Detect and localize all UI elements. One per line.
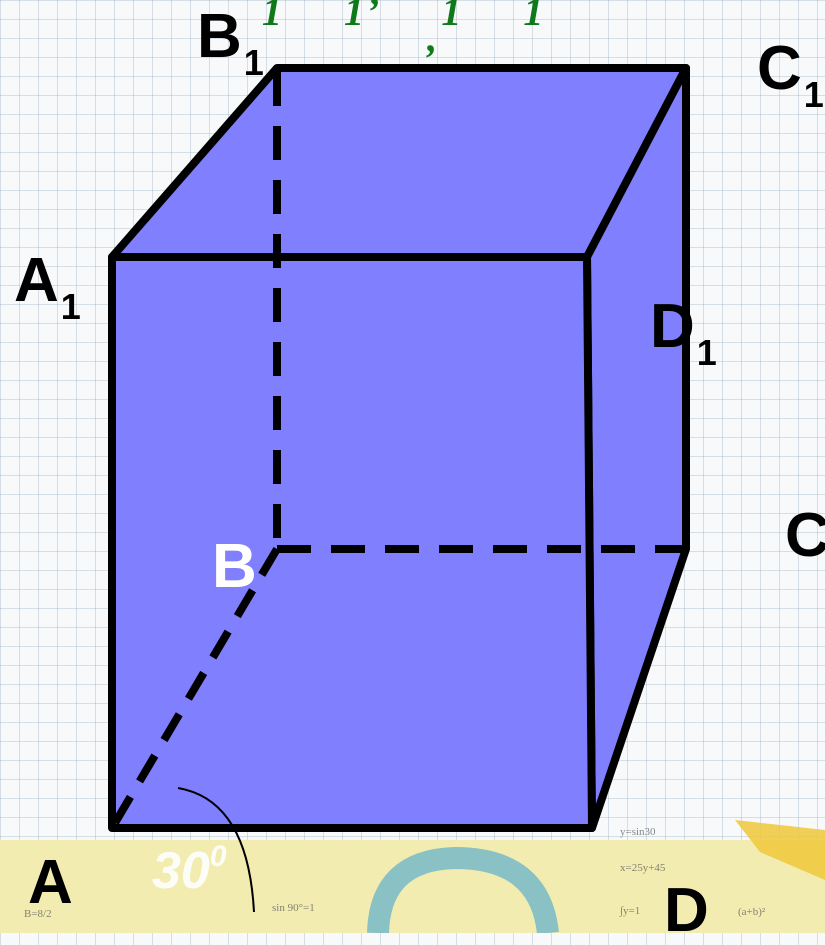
- protractor-shape: [367, 846, 559, 933]
- top-fragment: 1: [523, 0, 546, 34]
- angle-label: 300: [152, 840, 227, 901]
- vertex-label-a: A: [28, 848, 73, 917]
- note-text: ∫y=1: [620, 905, 641, 917]
- vertex-label-c: C: [785, 501, 825, 570]
- note-text: x=25y+45: [620, 862, 666, 874]
- note-text: B=8/2: [24, 908, 52, 920]
- angle-arc: [177, 787, 255, 913]
- angle-value: 30: [152, 842, 210, 900]
- top-fragment: 1’: [344, 0, 382, 34]
- angle-degree: 0: [209, 840, 227, 873]
- vertex-label-d1: D1: [650, 292, 717, 373]
- vertex-label-b1: B1: [197, 2, 264, 83]
- note-text: y=sin30: [620, 826, 656, 838]
- vertex-label-a1: A1: [14, 246, 81, 327]
- top-fragment: 1: [441, 0, 464, 34]
- note-text: (a+b)²: [738, 906, 766, 918]
- vertex-label-c1: C1: [757, 34, 824, 115]
- vertex-label-b: B: [212, 532, 257, 601]
- note-text: sin 90°=1: [272, 902, 315, 914]
- top-fragment: 1: [262, 0, 284, 34]
- hidden-edge-ab: [108, 546, 281, 831]
- front-face: [108, 253, 596, 832]
- pencil-shape: [735, 820, 825, 880]
- vertex-label-d: D: [664, 876, 709, 945]
